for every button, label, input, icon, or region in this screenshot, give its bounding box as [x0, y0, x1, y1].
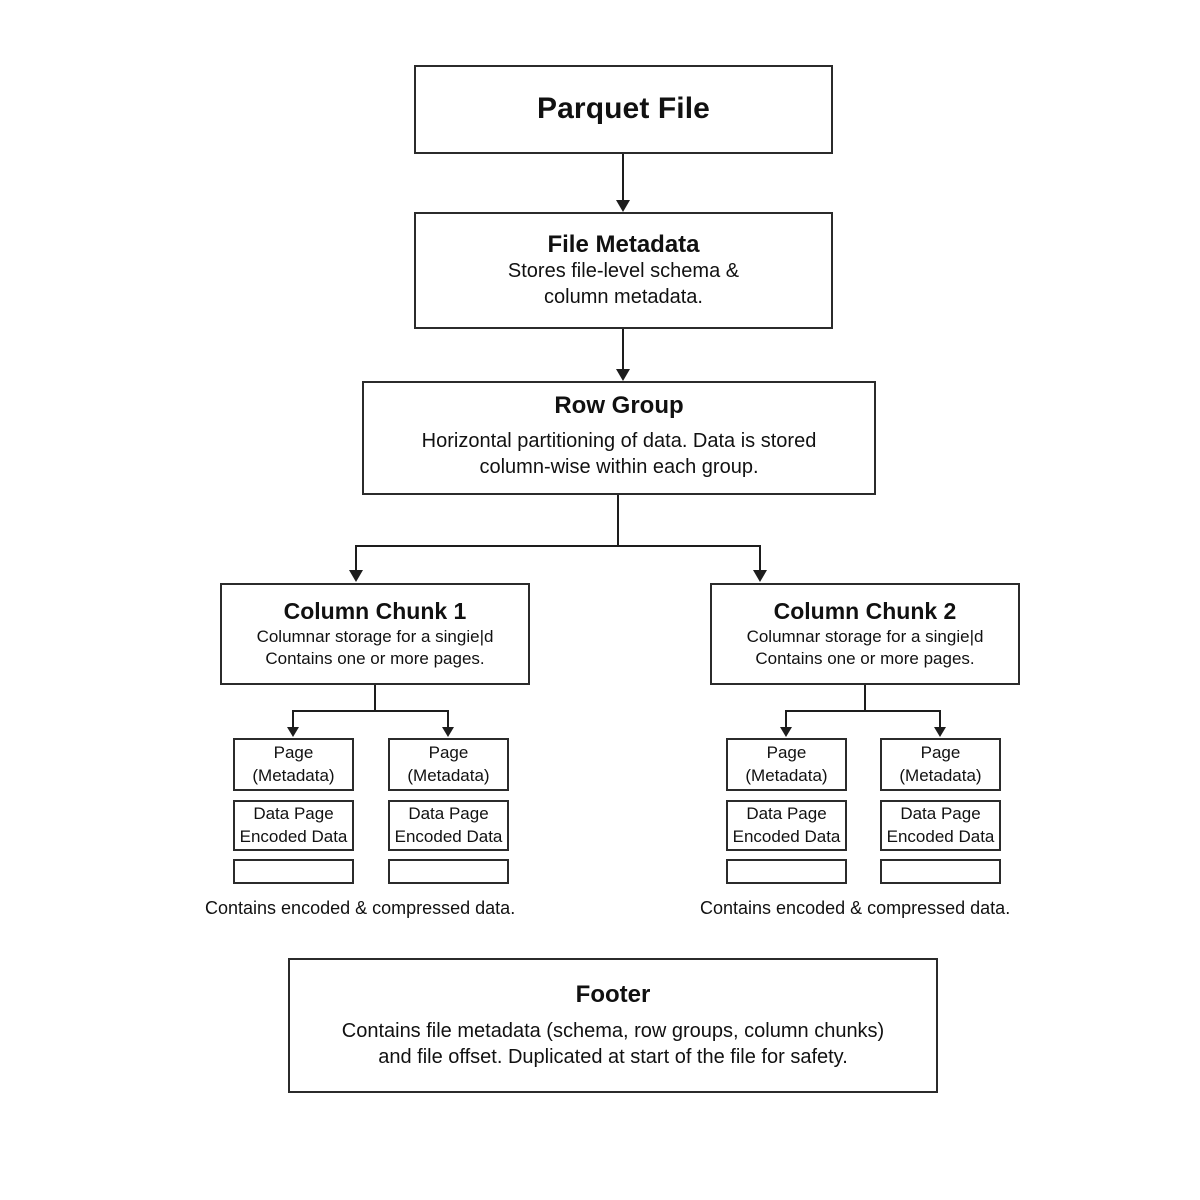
page-metadata-line1: Page	[428, 743, 469, 763]
data-page-line1: Data Page	[408, 804, 489, 824]
page-metadata-line2: (Metadata)	[407, 765, 490, 785]
page-empty-box[interactable]	[388, 859, 509, 884]
node-column-chunk-2-title: Column Chunk 2	[773, 598, 957, 625]
node-parquet-file[interactable]: Parquet File	[414, 65, 833, 154]
page-metadata-line2: (Metadata)	[745, 765, 828, 785]
node-column-chunk-2-desc-line1: Columnar storage for a singie|d	[746, 626, 984, 646]
page-metadata-box[interactable]: Page (Metadata)	[388, 738, 509, 791]
arrowhead-chunk1-page-a	[287, 727, 299, 737]
arrowhead-chunk1	[349, 570, 363, 582]
page-metadata-line1: Page	[920, 743, 961, 763]
connector-filemetadata-to-rowgroup	[622, 329, 624, 377]
connector-chunk1-stem	[374, 685, 376, 710]
node-file-metadata-title: File Metadata	[547, 230, 700, 258]
page-metadata-line2: (Metadata)	[899, 765, 982, 785]
page-metadata-line2: (Metadata)	[252, 765, 335, 785]
page-metadata-box[interactable]: Page (Metadata)	[233, 738, 354, 791]
caption-right-compressed-data: Contains encoded & compressed data.	[700, 898, 1011, 918]
data-page-line1: Data Page	[253, 804, 334, 824]
data-page-line1: Data Page	[746, 804, 827, 824]
caption-left-compressed-data: Contains encoded & compressed data.	[205, 898, 516, 918]
connector-chunk2-to-page-b	[939, 710, 941, 730]
node-file-metadata[interactable]: File Metadata Stores file-level schema &…	[414, 212, 833, 329]
node-footer-title: Footer	[575, 980, 651, 1008]
node-parquet-file-title: Parquet File	[537, 92, 710, 126]
arrowhead-rowgroup	[616, 369, 630, 381]
connector-chunk2-bar	[785, 710, 941, 712]
data-page-line2: Encoded Data	[239, 826, 348, 846]
node-row-group-title: Row Group	[554, 392, 684, 419]
node-file-metadata-desc-line1: Stores file-level schema &	[507, 260, 740, 283]
data-page-line2: Encoded Data	[732, 826, 841, 846]
data-page-box[interactable]: Data Page Encoded Data	[726, 800, 847, 851]
node-column-chunk-1-desc-line2: Contains one or more pages.	[265, 648, 485, 668]
page-metadata-line1: Page	[273, 743, 314, 763]
data-page-box[interactable]: Data Page Encoded Data	[388, 800, 509, 851]
data-page-box[interactable]: Data Page Encoded Data	[880, 800, 1001, 851]
data-page-box[interactable]: Data Page Encoded Data	[233, 800, 354, 851]
connector-chunk1-bar	[292, 710, 448, 712]
node-file-metadata-desc-line2: column metadata.	[544, 285, 703, 308]
connector-chunk1-to-page-b	[447, 710, 449, 730]
connector-rowgroup-stem	[617, 495, 619, 545]
node-row-group-desc-line1: Horizontal partitioning of data. Data is…	[421, 430, 817, 452]
node-row-group[interactable]	[362, 381, 876, 495]
data-page-line2: Encoded Data	[394, 826, 503, 846]
node-footer-desc-line2: and file offset. Duplicated at start of …	[378, 1045, 848, 1068]
data-page-line2: Encoded Data	[886, 826, 995, 846]
arrowhead-chunk2-page-b	[934, 727, 946, 737]
page-empty-box[interactable]	[880, 859, 1001, 884]
node-footer[interactable]: Footer Contains file metadata (schema, r…	[288, 958, 938, 1093]
node-column-chunk-1[interactable]: Column Chunk 1 Columnar storage for a si…	[220, 583, 530, 685]
page-empty-box[interactable]	[233, 859, 354, 884]
node-footer-desc-line1: Contains file metadata (schema, row grou…	[341, 1020, 885, 1043]
data-page-line1: Data Page	[900, 804, 981, 824]
connector-chunk2-to-page-a	[785, 710, 787, 730]
connector-parquetfile-to-filemetadata	[622, 154, 624, 206]
connector-to-chunk1	[355, 545, 357, 575]
connector-rowgroup-bar	[355, 545, 761, 547]
node-column-chunk-2-desc-line2: Contains one or more pages.	[755, 648, 975, 668]
node-column-chunk-1-title: Column Chunk 1	[283, 598, 467, 625]
page-metadata-box[interactable]: Page (Metadata)	[726, 738, 847, 791]
connector-chunk1-to-page-a	[292, 710, 294, 730]
arrowhead-chunk2	[753, 570, 767, 582]
node-row-group-title-wrap: Row Group	[362, 392, 876, 421]
connector-chunk2-stem	[864, 685, 866, 710]
node-column-chunk-1-desc-line1: Columnar storage for a singie|d	[256, 626, 494, 646]
connector-to-chunk2	[759, 545, 761, 575]
arrowhead-chunk1-page-b	[442, 727, 454, 737]
node-column-chunk-2[interactable]: Column Chunk 2 Columnar storage for a si…	[710, 583, 1020, 685]
node-row-group-desc-wrap: Horizontal partitioning of data. Data is…	[362, 429, 876, 480]
arrowhead-filemetadata	[616, 200, 630, 212]
page-empty-box[interactable]	[726, 859, 847, 884]
page-metadata-box[interactable]: Page (Metadata)	[880, 738, 1001, 791]
arrowhead-chunk2-page-a	[780, 727, 792, 737]
page-metadata-line1: Page	[766, 743, 807, 763]
node-row-group-desc-line2: column-wise within each group.	[479, 455, 759, 478]
